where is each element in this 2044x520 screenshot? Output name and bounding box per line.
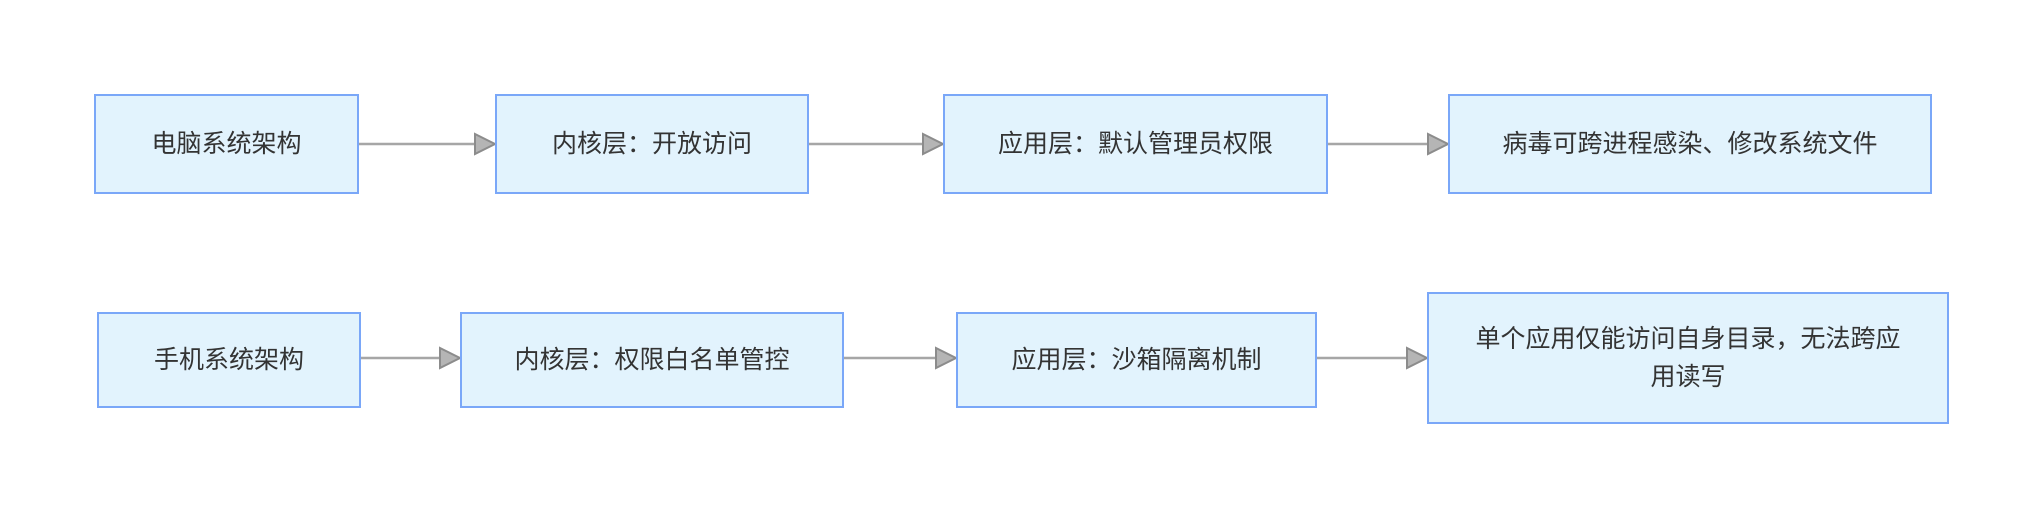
arrow-mobile-2[interactable] — [844, 346, 959, 370]
node-computer-kernel-layer[interactable]: 内核层：开放访问 — [495, 94, 809, 194]
arrow-mobile-3[interactable] — [1317, 346, 1430, 370]
node-label: 手机系统架构 — [153, 346, 304, 374]
arrow-computer-3[interactable] — [1328, 132, 1451, 156]
node-label: 内核层：权限白名单管控 — [514, 346, 790, 374]
node-mobile-architecture[interactable]: 手机系统架构 — [97, 312, 361, 408]
node-computer-architecture[interactable]: 电脑系统架构 — [94, 94, 359, 194]
node-computer-result[interactable]: 病毒可跨进程感染、修改系统文件 — [1448, 94, 1932, 194]
arrow-computer-2[interactable] — [809, 132, 946, 156]
node-label: 内核层：开放访问 — [551, 130, 752, 158]
arrow-mobile-1[interactable] — [361, 346, 463, 370]
node-label: 应用层：沙箱隔离机制 — [1011, 346, 1262, 374]
arrow-computer-1[interactable] — [359, 132, 498, 156]
node-mobile-kernel-layer[interactable]: 内核层：权限白名单管控 — [460, 312, 844, 408]
node-mobile-result[interactable]: 单个应用仅能访问自身目录，无法跨应用读写 — [1427, 292, 1949, 424]
node-label: 单个应用仅能访问自身目录，无法跨应用读写 — [1475, 325, 1901, 391]
node-mobile-app-layer[interactable]: 应用层：沙箱隔离机制 — [956, 312, 1317, 408]
node-label: 电脑系统架构 — [151, 130, 302, 158]
node-computer-app-layer[interactable]: 应用层：默认管理员权限 — [943, 94, 1328, 194]
node-label: 病毒可跨进程感染、修改系统文件 — [1502, 130, 1878, 158]
node-label: 应用层：默认管理员权限 — [997, 130, 1273, 158]
